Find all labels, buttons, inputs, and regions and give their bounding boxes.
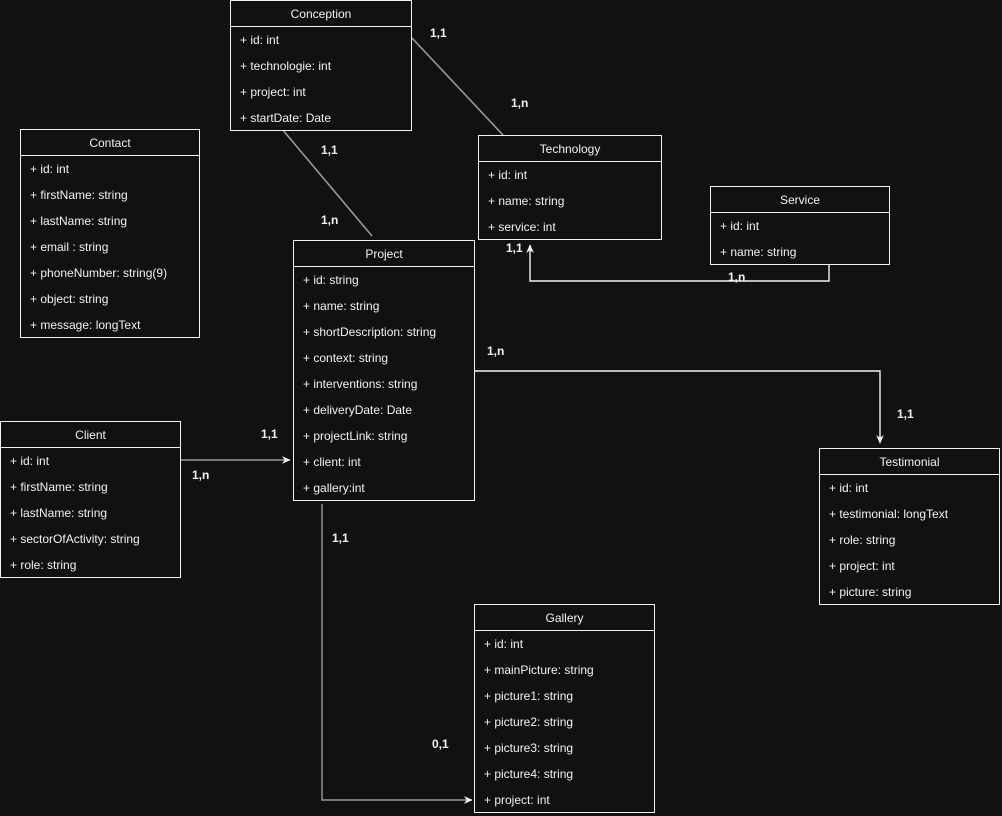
class-attribute: + name: string [303, 299, 380, 313]
class-attribute: + id: int [240, 33, 280, 47]
class-attribute: + shortDescription: string [303, 325, 437, 339]
cardinality-label-client-project-from: 1,n [192, 468, 210, 482]
class-title-contact: Contact [21, 130, 199, 156]
class-attribute: + lastName: string [10, 506, 108, 520]
class-attribute: + firstName: string [30, 188, 128, 202]
class-box-contact[interactable]: Contact + id: int + firstName: string + las… [20, 129, 200, 338]
class-attribute: + message: longText [30, 318, 141, 332]
class-attributes-gallery: + id: int + mainPicture: string + picture1… [475, 631, 654, 813]
class-title-project: Project [294, 241, 474, 267]
class-attribute: + picture4: string [484, 767, 574, 781]
class-attributes-conception: + id: int + technologie: int + project: in… [231, 27, 411, 131]
class-attribute: + id: int [10, 454, 50, 468]
class-attribute: + phoneNumber: string(9) [30, 266, 168, 280]
class-attribute: + email : string [30, 240, 109, 254]
class-title-technology: Technology [479, 136, 661, 162]
cardinality-label-project-gallery-to: 0,1 [432, 737, 449, 751]
class-attribute: + name: string [488, 194, 565, 208]
class-attribute: + projectLink: string [303, 429, 408, 443]
class-attributes-project: + id: string + name: string + shortDescrip… [294, 267, 474, 501]
class-attribute: + id: int [488, 168, 528, 182]
class-attribute: + role: string [10, 558, 77, 572]
cardinality-label-project-testimonial-to: 1,1 [897, 407, 914, 421]
cardinality-label-conception-technology-from: 1,1 [430, 26, 447, 40]
class-attributes-technology: + id: int + name: string + service: int [479, 162, 661, 240]
cardinality-label-service-technology-to: 1,1 [506, 241, 523, 255]
relationship-project-testimonial [475, 370, 884, 444]
class-title-gallery: Gallery [475, 605, 654, 631]
class-attribute: + firstName: string [10, 480, 108, 494]
cardinality-label-project-gallery-from: 1,1 [332, 531, 349, 545]
relationship-conception-technology [411, 37, 504, 136]
class-attribute: + service: int [488, 220, 556, 234]
class-attribute: + lastName: string [30, 214, 128, 228]
class-title-conception: Conception [231, 1, 411, 27]
class-attribute: + technologie: int [240, 59, 332, 73]
class-attribute: + name: string [720, 245, 797, 259]
class-attributes-client: + id: int + firstName: string + lastName: … [1, 448, 180, 578]
class-title-service: Service [711, 187, 889, 213]
cardinality-label-project-testimonial-from: 1,n [487, 344, 505, 358]
class-box-testimonial[interactable]: Testimonial + id: int + testimonial: longT… [819, 448, 1000, 605]
class-attribute: + object: string [30, 292, 109, 306]
class-attribute: + id: string [303, 273, 359, 287]
cardinality-label-conception-technology-to: 1,n [511, 96, 529, 110]
class-attribute: + startDate: Date [240, 111, 332, 125]
class-title-client: Client [1, 422, 180, 448]
class-attribute: + testimonial: longText [829, 507, 949, 521]
class-attribute: + mainPicture: string [484, 663, 594, 677]
class-box-conception[interactable]: Conception + id: int + technologie: int + p… [230, 0, 412, 131]
class-box-service[interactable]: Service + id: int + name: string [710, 186, 890, 265]
class-attributes-testimonial: + id: int + testimonial: longText + role: … [820, 475, 999, 605]
cardinality-label-client-project-to: 1,1 [261, 427, 278, 441]
class-attributes-contact: + id: int + firstName: string + lastName: … [21, 156, 199, 338]
class-box-client[interactable]: Client + id: int + firstName: string + last… [0, 421, 181, 578]
class-attribute: + picture3: string [484, 741, 574, 755]
cardinality-label-service-technology-from: 1,n [728, 270, 746, 284]
class-attribute: + id: int [30, 162, 70, 176]
class-attributes-service: + id: int + name: string [711, 213, 889, 265]
class-title-testimonial: Testimonial [820, 449, 999, 475]
class-attribute: + interventions: string [303, 377, 418, 391]
cardinality-label-conception-project-from: 1,1 [321, 143, 338, 157]
relationship-project-gallery [321, 504, 473, 804]
class-attribute: + role: string [829, 533, 896, 547]
class-attribute: + sectorOfActivity: string [10, 532, 140, 546]
class-attribute: + picture: string [829, 585, 912, 599]
class-attribute: + picture1: string [484, 689, 574, 703]
cardinality-label-conception-project-to: 1,n [321, 213, 339, 227]
class-attribute: + id: int [720, 219, 760, 233]
class-attribute: + id: int [829, 481, 869, 495]
class-attribute: + project: int [829, 559, 895, 573]
class-box-gallery[interactable]: Gallery + id: int + mainPicture: string + p… [474, 604, 655, 813]
class-attribute: + client: int [303, 455, 361, 469]
class-box-project[interactable]: Project + id: string + name: string + short… [293, 240, 475, 501]
class-attribute: + project: int [484, 793, 550, 807]
class-attribute: + picture2: string [484, 715, 574, 729]
class-attribute: + context: string [303, 351, 389, 365]
class-box-technology[interactable]: Technology + id: int + name: string + servi… [478, 135, 662, 240]
class-attribute: + project: int [240, 85, 306, 99]
class-attribute: + id: int [484, 637, 524, 651]
class-attribute: + deliveryDate: Date [303, 403, 413, 417]
class-attribute: + gallery:int [303, 481, 365, 495]
